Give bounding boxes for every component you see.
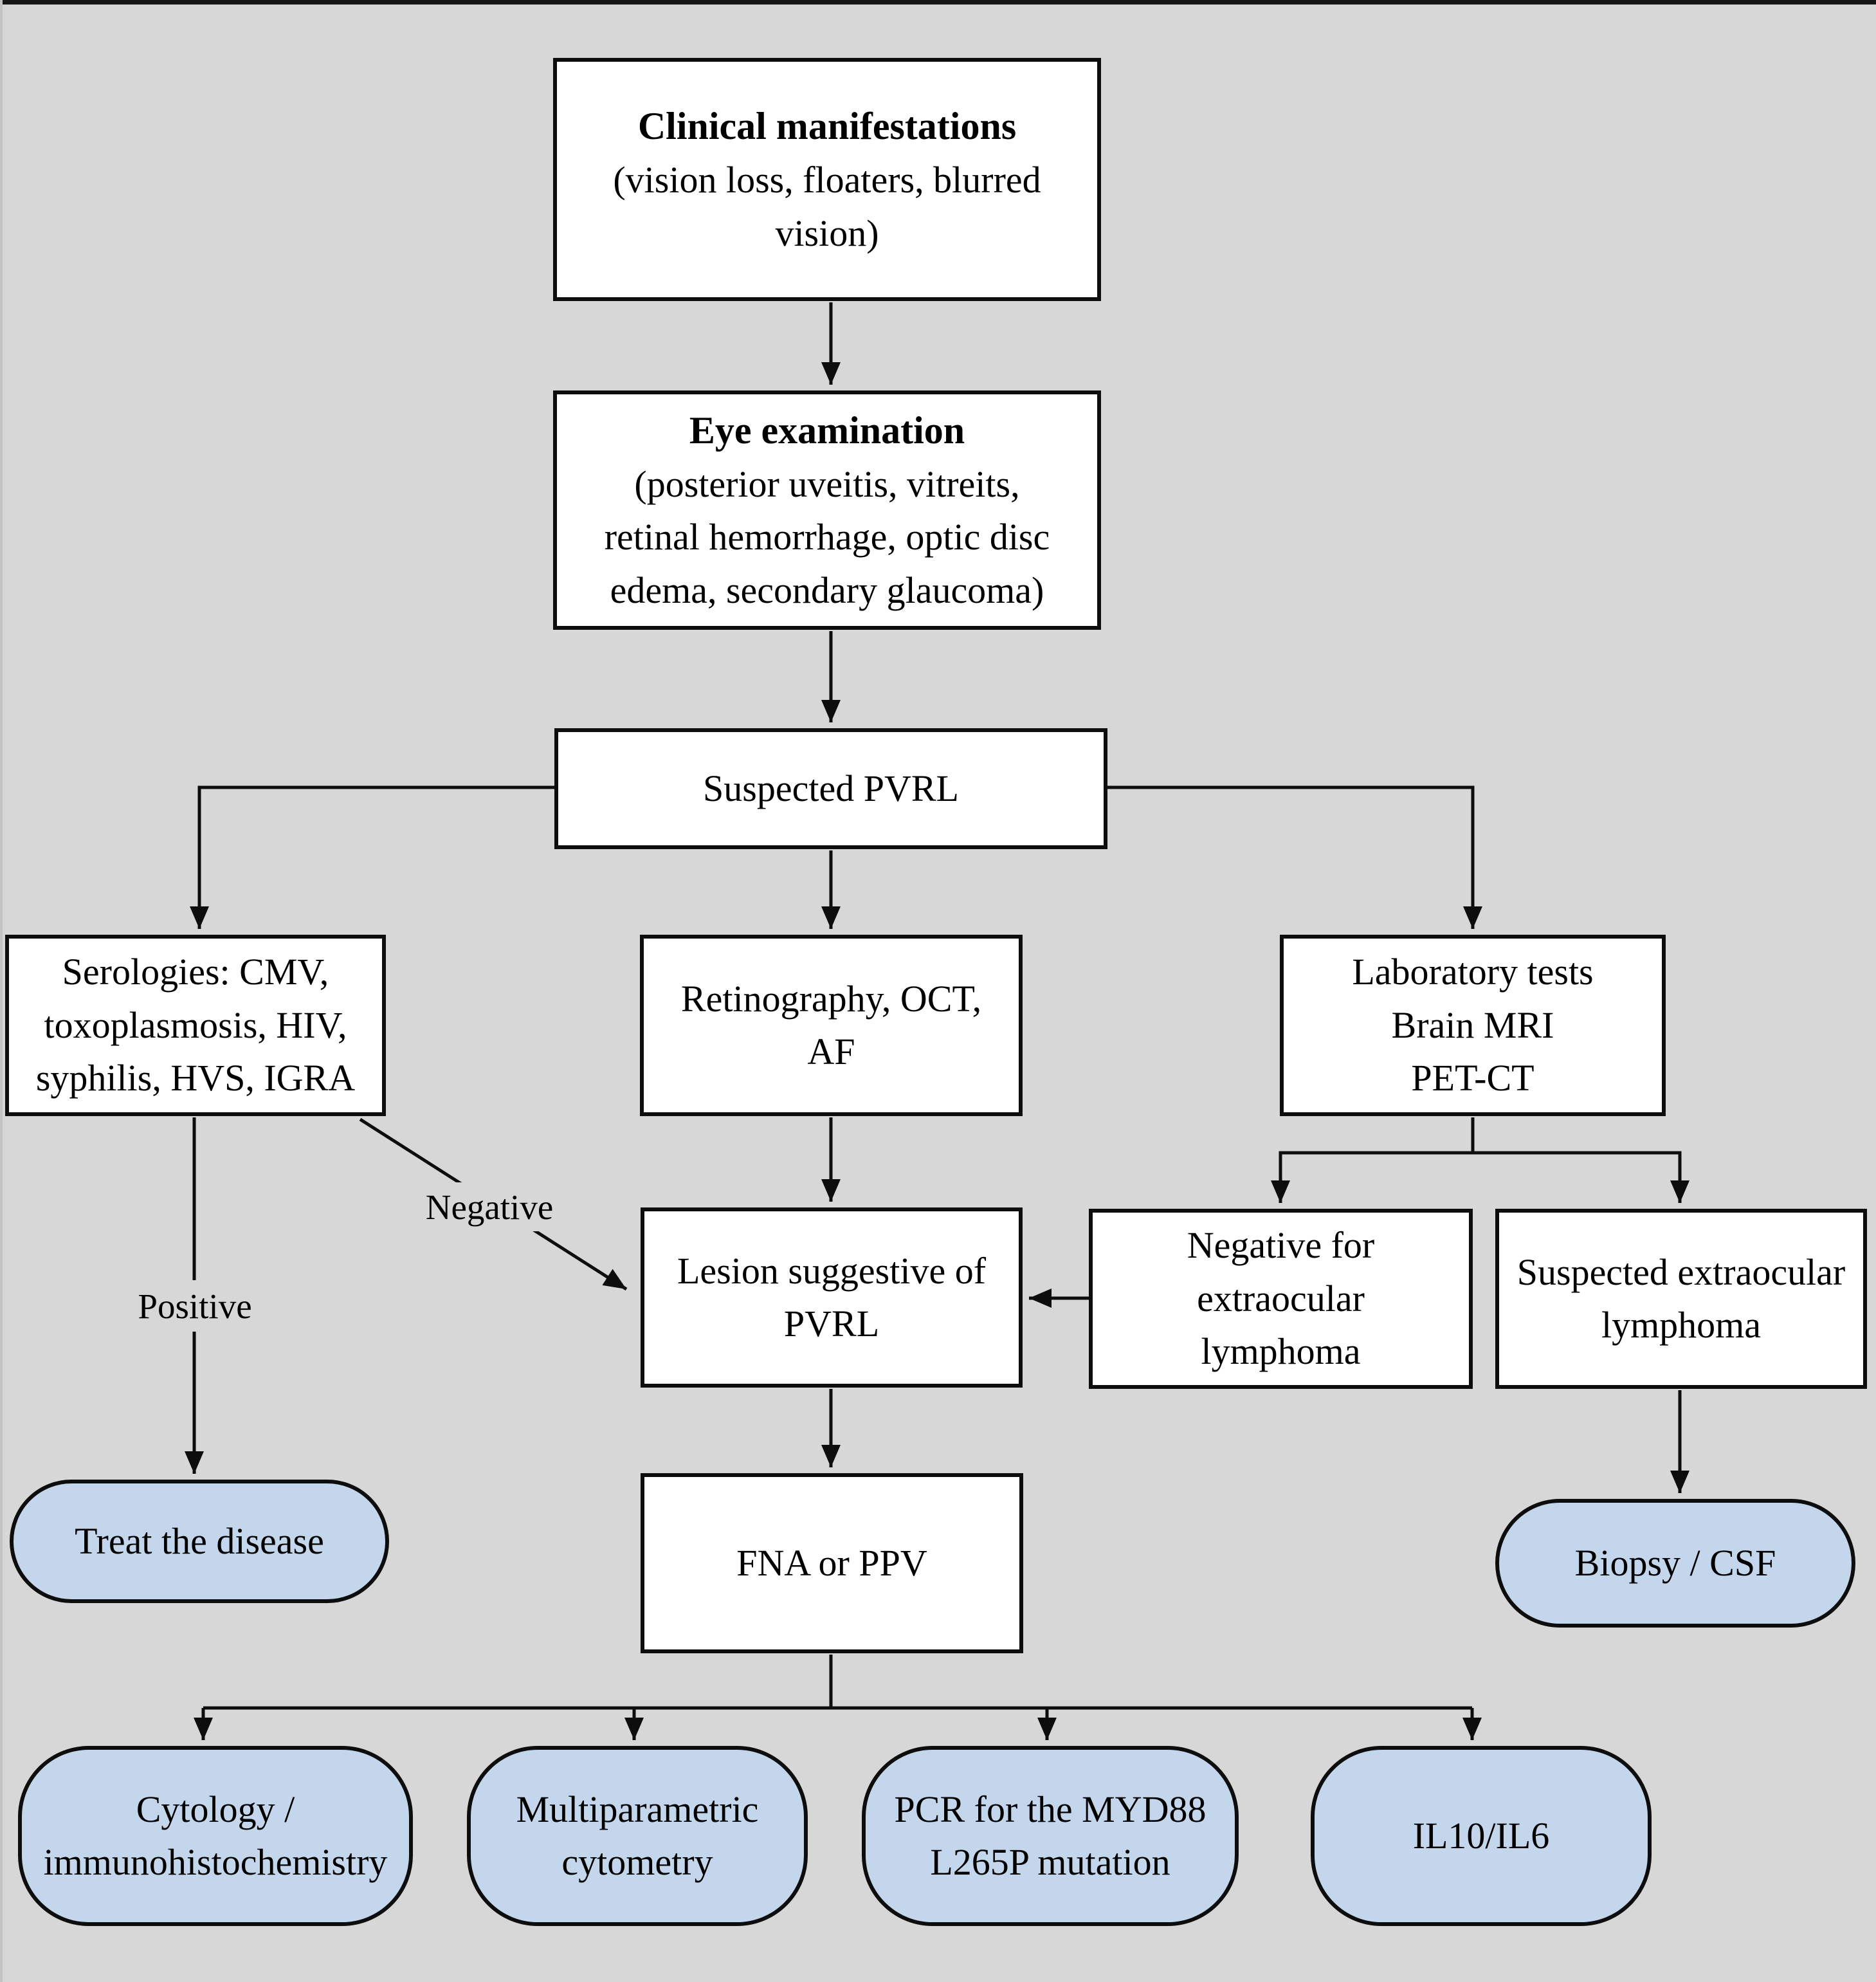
terminal-treat-the-disease: Treat the disease: [10, 1480, 389, 1603]
edge-label-positive: Positive: [114, 1280, 275, 1332]
node-retinography-oct-af: Retinography, OCT, AF: [640, 935, 1023, 1116]
node-text-line: PVRL: [783, 1303, 880, 1344]
node-text-line: Suspected extraocular: [1516, 1251, 1846, 1293]
node-text-line: AF: [807, 1031, 855, 1072]
edge-laboratory-to-suspected-extraocular: [1473, 1151, 1689, 1203]
node-text-line: immunohistochemistry: [43, 1841, 388, 1883]
edge-suspected-to-serologies: [190, 785, 554, 929]
node-suspected-extraocular-lymphoma: Suspected extraocular lymphoma: [1495, 1209, 1867, 1389]
terminal-biopsy-csf: Biopsy / CSF: [1495, 1499, 1855, 1628]
node-text-line: Eye examination: [689, 408, 965, 452]
node-text-line: Biopsy / CSF: [1574, 1541, 1776, 1584]
node-lesion-suggestive-pvrl: Lesion suggestive of PVRL: [641, 1207, 1023, 1388]
edge-laboratory-to-negative: [1271, 1151, 1473, 1203]
node-text-line: Retinography, OCT,: [680, 977, 982, 1020]
terminal-cytology-immunohistochemistry: Cytology / immunohistochemistry: [18, 1746, 413, 1926]
node-text-line: Laboratory tests: [1352, 951, 1594, 993]
node-text-line: lymphoma: [1601, 1304, 1762, 1346]
node-text-line: toxoplasmosis, HIV,: [44, 1004, 347, 1046]
node-text-line: Clinical manifestations: [637, 105, 1017, 148]
node-eye-examination: Eye examination (posterior uveitis, vitr…: [553, 390, 1101, 630]
node-negative-extraocular-lymphoma: Negative for extraocular lymphoma: [1089, 1209, 1473, 1389]
terminal-il10-il6: IL10/IL6: [1311, 1746, 1652, 1926]
screenshot-left-border: [0, 0, 3, 1982]
node-fna-or-ppv: FNA or PPV: [641, 1473, 1023, 1653]
node-text-line: extraocular: [1197, 1277, 1365, 1319]
node-laboratory-tests: Laboratory tests Brain MRI PET-CT: [1280, 935, 1666, 1116]
node-suspected-pvrl: Suspected PVRL: [554, 728, 1107, 849]
node-text-line: vision): [775, 212, 879, 254]
edge-suspected-to-laboratory: [1107, 785, 1482, 929]
node-text-line: (vision loss, floaters, blurred: [613, 159, 1041, 201]
node-text-line: edema, secondary glaucoma): [610, 569, 1044, 611]
node-text-line: Negative for: [1187, 1224, 1375, 1267]
node-text-line: IL10/IL6: [1412, 1814, 1550, 1857]
node-text-line: Serologies: CMV,: [62, 951, 329, 993]
node-text-line: retinal hemorrhage, optic disc: [604, 516, 1050, 558]
node-text-line: Multiparametric: [516, 1788, 759, 1830]
node-text-line: PET-CT: [1411, 1057, 1534, 1099]
node-text-line: Lesion suggestive of: [677, 1249, 987, 1292]
node-text-line: Brain MRI: [1391, 1004, 1554, 1046]
node-clinical-manifestations: Clinical manifestations (vision loss, fl…: [553, 58, 1101, 301]
node-text-line: Cytology /: [136, 1788, 295, 1830]
node-text-line: lymphoma: [1201, 1330, 1361, 1373]
node-text-line: (posterior uveitis, vitreits,: [634, 463, 1020, 506]
node-serologies: Serologies: CMV, toxoplasmosis, HIV, syp…: [5, 935, 386, 1116]
edge-label-negative: Negative: [405, 1182, 574, 1231]
terminal-multiparametric-cytometry: Multiparametric cytometry: [467, 1746, 808, 1926]
node-text-line: FNA or PPV: [736, 1541, 927, 1584]
terminal-pcr-myd88: PCR for the MYD88 L265P mutation: [862, 1746, 1239, 1926]
node-text-line: Suspected PVRL: [703, 767, 959, 809]
node-text-line: PCR for the MYD88: [894, 1788, 1207, 1830]
screenshot-top-border: [0, 0, 1876, 5]
node-text-line: L265P mutation: [930, 1841, 1170, 1883]
node-text-line: cytometry: [561, 1841, 713, 1883]
node-text-line: syphilis, HVS, IGRA: [35, 1057, 356, 1099]
node-text-line: Treat the disease: [75, 1519, 324, 1562]
